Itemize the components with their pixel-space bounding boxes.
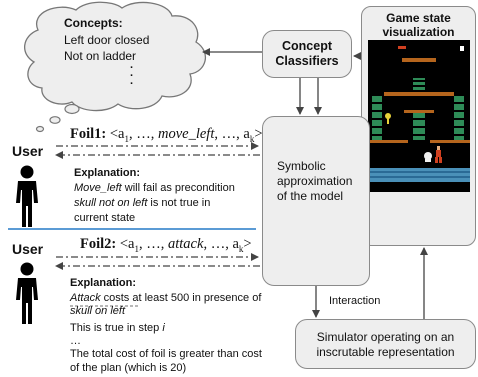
game-state-title-line1: Game state [386,11,451,25]
foil1-explanation-line1: Move_left will fail as precondition [74,182,235,194]
game-screenshot [368,40,470,192]
foil2-explanation-line4: … [70,335,81,347]
foil2-action: attack [168,236,204,252]
concept-left-door-closed: Left door closed [64,33,150,47]
foil1-explanation-title: Explanation: [74,167,141,179]
foil1-action: move_left [158,126,215,142]
game-key [385,113,391,119]
simulator-box: Simulator operating on an inscrutable re… [295,319,476,369]
simulator-line1: Simulator operating on an [316,330,455,344]
game-skull [424,152,432,160]
thought-bubble-large [64,103,80,115]
concept-classifiers-line1: Concept [282,39,332,53]
user-figure-1 [16,165,38,227]
interaction-label: Interaction [329,295,381,307]
foil2-explanation-title: Explanation: [70,277,137,289]
user-label-1: User [12,143,44,159]
user-label-2: User [12,241,44,257]
concept-classifiers-line2: Classifiers [275,54,339,68]
user-figure-2 [16,262,38,324]
foil1-explanation-line2: skull not on left is not true in [74,197,211,209]
foil1-sequence: Foil1: <a1, …, move_left, …, ak> [70,126,263,144]
game-state-title-line2: visualization [382,25,455,39]
foil2-sequence: Foil2: <a1, …, attack, …, ak> [80,236,252,254]
foil1-explanation-line3: current state [74,212,136,224]
foil1-label: Foil1: [70,126,107,142]
symbolic-line1: Symbolic [277,159,326,173]
foil2-explanation-line5: The total cost of foil is greater than c… [70,348,262,360]
foil2-explanation-line3: This is true in step i [70,322,165,334]
concept-not-on-ladder: Not on ladder [64,49,137,63]
thought-bubble-medium [49,116,61,124]
simulator-line2: inscrutable representation [316,345,455,359]
foil2-label: Foil2: [80,236,117,252]
concept-classifiers-box: Concept Classifiers [262,30,352,78]
foil2-explanation-line6: of the plan (which is 20) [70,362,187,374]
symbolic-line2: approximation [277,174,353,188]
game-player [436,150,441,157]
symbolic-line3: of the model [277,189,344,203]
foil2-explanation-line1: Attack costs at least 500 in presence of [70,292,262,304]
game-mid-platform [384,92,454,96]
cloud-shape [24,1,206,112]
game-top-platform [402,58,436,62]
thought-bubble-small [35,125,45,133]
concepts-ellipsis: · · · [130,62,134,90]
symbolic-approximation-box: Symbolic approximation of the model [262,116,370,286]
foil2-explanation-line2: skull on left [70,305,126,317]
concepts-title: Concepts: [64,16,123,30]
